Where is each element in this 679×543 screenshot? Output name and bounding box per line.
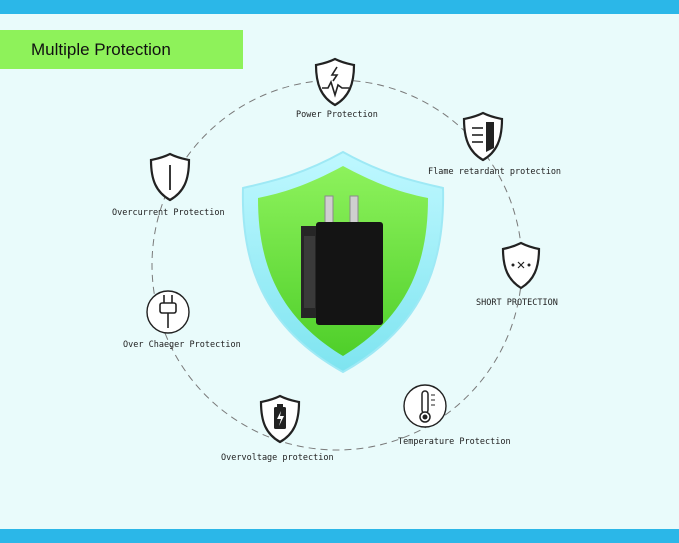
label-over-charger-protection: Over Chaeger Protection (123, 340, 241, 350)
top-band (0, 0, 679, 14)
label-flame-retardant: Flame retardant protection (428, 167, 562, 177)
power-icon (314, 57, 356, 107)
label-overvoltage-protection: Overvoltage protection (221, 453, 334, 463)
plug-icon (146, 290, 190, 334)
label-temperature-protection: Temperature Protection (398, 437, 511, 447)
label-power-protection: Power Protection (296, 110, 378, 120)
flame-shield-icon (462, 111, 504, 162)
title-banner: Multiple Protection (0, 30, 243, 69)
battery-bolt-icon (259, 394, 301, 444)
label-overcurrent-protection: Overcurrent Protection (112, 208, 225, 218)
banner-title: Multiple Protection (31, 39, 171, 59)
bottom-band (0, 529, 679, 543)
short-icon (501, 241, 541, 290)
charger-image (301, 195, 383, 325)
thermometer-icon (403, 384, 447, 428)
overcurrent-icon (149, 152, 191, 202)
label-short-protection: SHORT PROTECTION (476, 298, 558, 308)
